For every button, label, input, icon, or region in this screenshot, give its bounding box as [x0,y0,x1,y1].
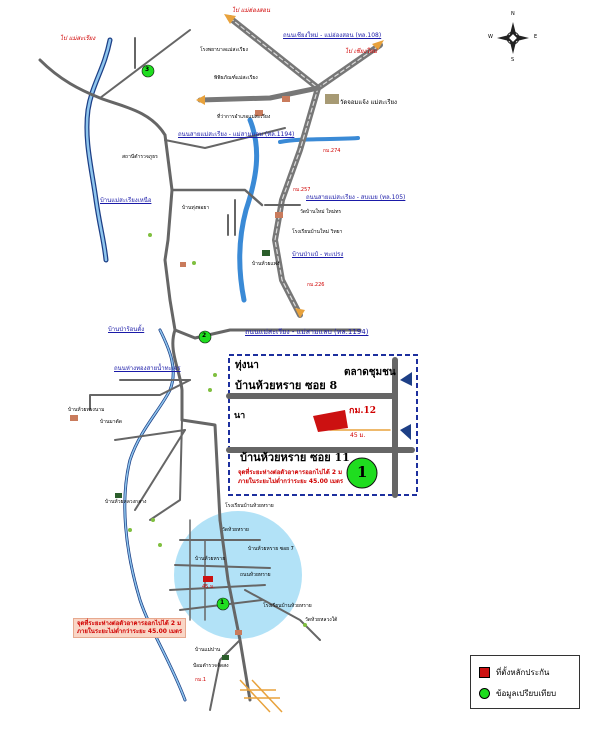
bottom-note-line1: จุดที่ระยะห่างต่อตัวอาคารออกไปได้ 2 ม [77,620,182,627]
label-wat: วัดจอมแจ้ง แม่สะเรียง [340,99,397,106]
legend-row-2: ข้อมูลเปรียบเทียบ [479,687,556,700]
label-to-chiangmai: ไป เชียงใหม่ [345,48,378,55]
label-km257: กม.257 [293,187,311,193]
compass-e: E [534,34,538,40]
label-hospital: โรงพยาบาลแม่สะเรียง [200,47,248,53]
label-village-left-3: บ้านห้วยทรงนาม [68,407,105,413]
label-market: บ้านห้วยแพ่ง [252,261,280,267]
road-south-main [218,518,252,702]
inset-soi11: บ้านห้วยหราย ซอย 11 [240,451,350,464]
label-wat-b5: บ้านห้วยหราย [195,556,226,562]
label-wat-huay: วัดห้วยหราย [222,527,249,533]
label-district-office: ที่ว่าการอำเภอแม่สะเรียง [217,114,271,120]
legend-row-1: ที่ตั้งหลักประกัน [479,666,549,679]
label-police: สถานีตำรวจภูธร [122,154,158,160]
label-circle-2: 2 [202,332,207,339]
label-km274: กม.274 [323,148,341,154]
legend-circle-swatch [479,688,490,699]
label-dist-45: 45 ม. [202,584,215,590]
inset-dist: 45 ม. [350,432,366,439]
legend-plot-swatch [479,667,490,678]
bottom-note-line2: ภายในระยะไม่ต่ำกว่าระยะ 45.00 เมตร [77,628,183,635]
label-to-maehongson: ไป แม่ฮ่องสอน [232,7,271,14]
label-km1: กม.1 [195,677,207,683]
legend-item-2: ข้อมูลเปรียบเทียบ [496,689,557,698]
label-school-1: วัดบ้านใหม่ ใหม่ทร [300,209,342,215]
compass-rose: N S W E [488,12,538,64]
label-circle-1: 1 [220,599,225,606]
inset-soi8: บ้านห้วยหราย ซอย 8 [235,379,338,392]
label-to-maesariang: ไป แม่สะเรียง [60,35,96,42]
label-bottom-school: โรงเรียนบ้านห้วยหราย [225,503,274,509]
river-layer [84,37,360,702]
label-road-1194-mid: ถนนแม่สะเรียง - แม่สามแลบ (ทล.1194) [245,328,369,336]
marker-2 [198,330,212,344]
label-bottom-left-2: ป้อมตำรวจจ้ดสง [193,663,229,669]
arrowheads [196,14,384,318]
river-main-inner [85,38,112,262]
compass-s: S [511,57,515,63]
inset-tungna: ทุ่งนา [235,360,259,371]
label-circle-3: 3 [145,66,150,73]
bottom-note: จุดที่ระยะห่างต่อตัวอาคารออกไปได้ 2 ม ภา… [73,618,187,638]
road-west-arrow [197,85,321,103]
label-wat-b6: โรงเรียนบ้านห้วยหราย [263,603,312,609]
label-village-left-4: บ้านห้วยหลวงกลาง [105,499,147,505]
label-museum: พิพิธภัณฑ์แม่สะเรียง [214,75,258,81]
label-bottom-left-1: บ้านแม่ปาน [195,647,221,653]
label-post: บ้านทุ่งพอยา [182,205,210,211]
inset-km12: กม.12 [349,406,377,416]
inset-badge: 1 [357,463,368,481]
label-wat-b3: ถนนห้วยหราย [240,572,271,578]
compass-w: W [488,34,493,40]
label-km226: กม.226 [307,282,325,288]
legend-item-1: ที่ตั้งหลักประกัน [496,668,550,677]
river-south [123,328,187,702]
label-village-left-1: บ้านป่าร้อนตั้ง [108,326,145,333]
inset-note-1: จุดที่ระยะห่างต่อตัวอาคารออกไปได้ 2 ม [238,469,343,476]
road-layer [38,15,383,711]
label-road-1194-top: ถนนสายแม่สะเรียง - แม่สามแลบ (ทล.1194) [178,131,295,138]
label-village-left-2: ถนนห่างทองสายน้ำทะเจร [114,365,181,372]
label-bottom-left-3: บ้านมาตัด [100,419,122,425]
tree-dots [128,233,307,627]
legend: ที่ตั้งหลักประกัน ข้อมูลเปรียบเทียบ [470,655,580,709]
main-plot [203,576,213,582]
inset-green-circle [346,457,378,489]
compass-n: N [511,11,515,17]
label-wat-b4: วัดห้วยหลวงใต้ [305,617,338,623]
river-south-inner [124,329,186,701]
inset-note-2: ภายในระยะไม่ต่ำกว่าระยะ 45.00 เมตร [238,478,344,485]
label-road-108: ถนนเชียงใหม่ - แม่ฮ่องสอน (ทล.108) [283,32,382,39]
inset-market: ตลาดชุมชน [344,367,396,378]
river-ne [278,136,360,144]
label-village-north: บ้านแม่สะเรียงเหนือ [100,197,152,204]
bottom-ladder [239,679,283,713]
marker-3 [141,64,155,78]
label-road-105: ถนนสายแม่สะเรียง - สบเมย (ทล.105) [306,194,406,201]
inset-plot [313,410,348,432]
label-school-2: โรงเรียนบ้านใหม่ วิทยา [292,229,343,235]
label-village-bun: บ้านป่าแป๋ - ทะเปรง [292,251,344,258]
compass-icon [497,22,529,54]
building-icons [70,94,339,660]
river-east [237,117,260,303]
road-1194 [173,328,362,340]
inset-roads [226,357,415,498]
label-wat-b2: บ้านห้วยหราย ซอย 7 [248,546,294,552]
marker-1 [216,597,230,611]
inset-na: นา [234,411,246,421]
